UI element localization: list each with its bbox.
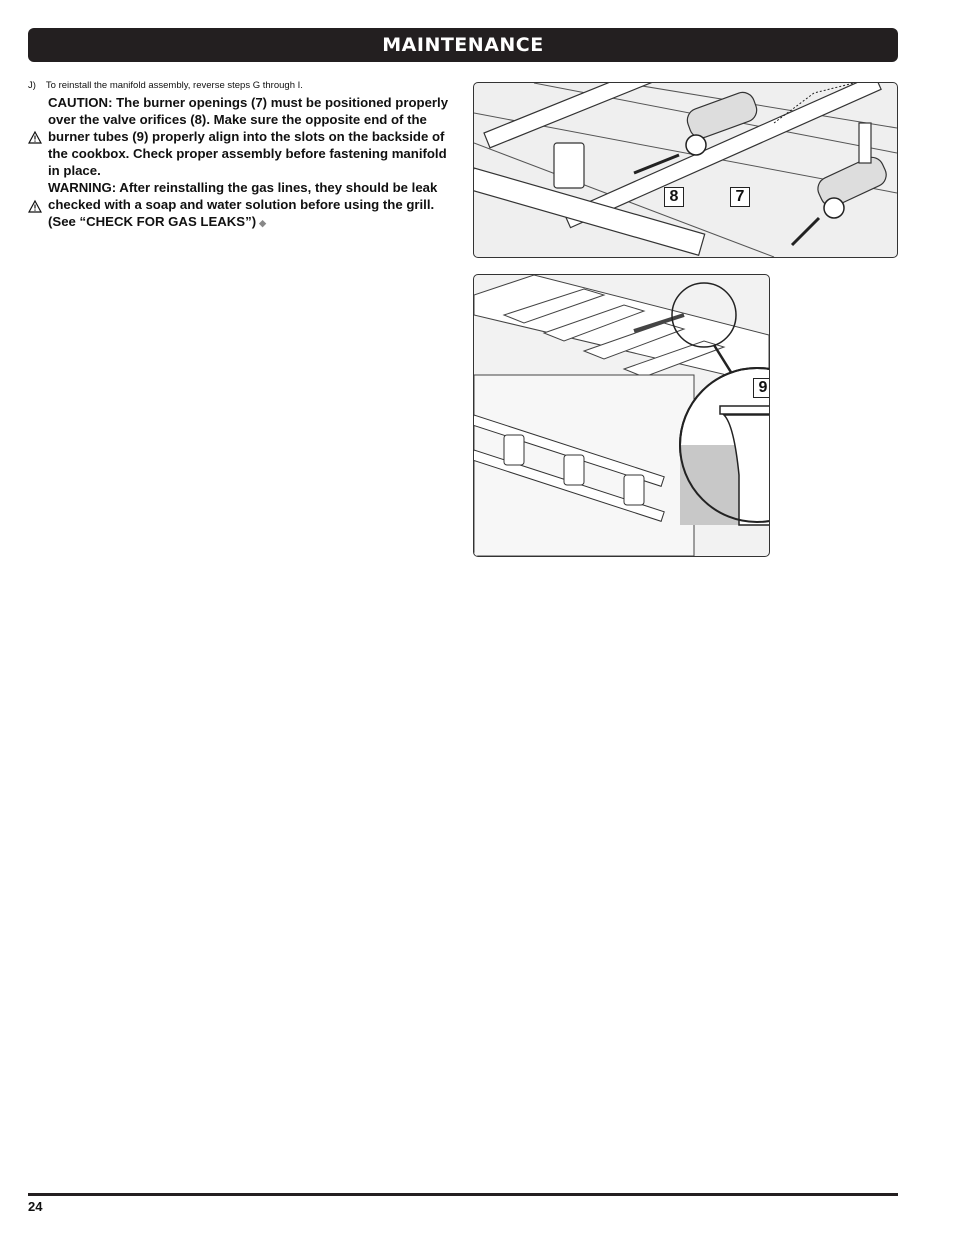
callout-7: 7 xyxy=(730,187,750,207)
warning-text-wrap: WARNING: After reinstalling the gas line… xyxy=(48,179,458,232)
warning-block: WARNING: After reinstalling the gas line… xyxy=(28,179,458,232)
section-title: MAINTENANCE xyxy=(382,34,544,56)
manifold-illustration xyxy=(474,83,897,257)
alignment-illustration xyxy=(474,275,769,556)
footer-rule xyxy=(28,1193,898,1196)
caution-block: CAUTION: The burner openings (7) must be… xyxy=(28,94,458,179)
section-header: MAINTENANCE xyxy=(28,28,898,62)
step-letter: J) xyxy=(28,80,36,91)
figure-burner-alignment: 9 xyxy=(473,274,770,557)
warning-triangle-icon xyxy=(28,130,42,144)
step-text: To reinstall the manifold assembly, reve… xyxy=(45,80,303,91)
instructions: J) To reinstall the manifold assembly, r… xyxy=(28,80,458,232)
end-mark: ◆ xyxy=(259,218,267,228)
caution-text: CAUTION: The burner openings (7) must be… xyxy=(48,95,449,178)
figure-manifold-burners: 8 7 xyxy=(473,82,898,258)
page-number: 24 xyxy=(28,1199,43,1214)
callout-9: 9 xyxy=(753,378,769,398)
warning-text: WARNING: After reinstalling the gas line… xyxy=(48,180,438,229)
callout-8: 8 xyxy=(664,187,684,207)
warning-triangle-icon xyxy=(28,199,42,213)
step-j: J) To reinstall the manifold assembly, r… xyxy=(28,80,458,91)
